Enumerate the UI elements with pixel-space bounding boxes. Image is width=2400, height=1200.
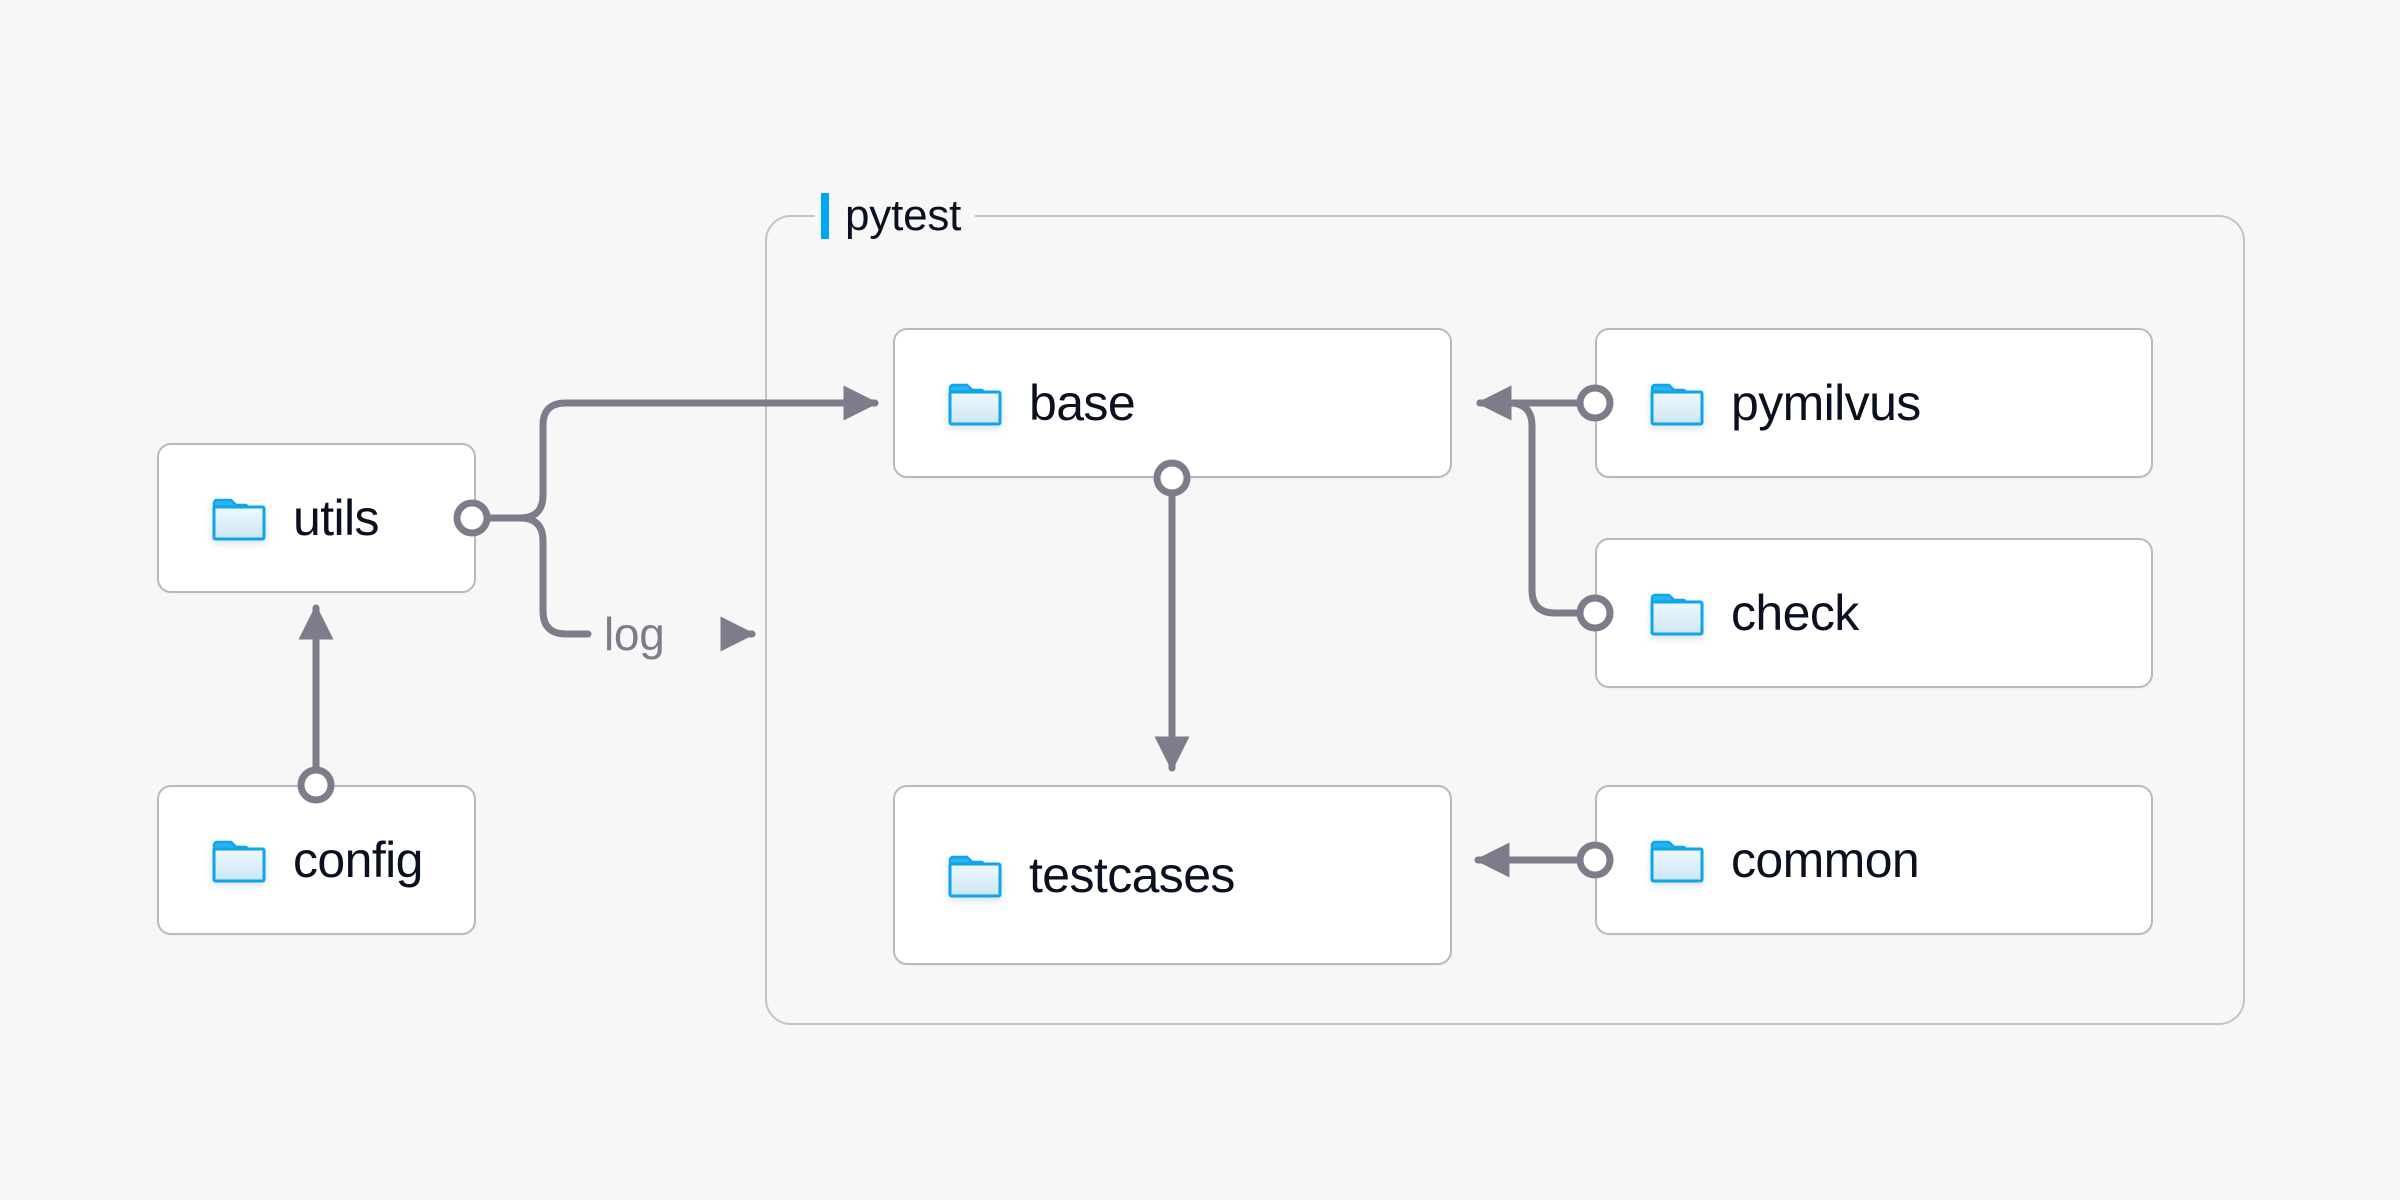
node-testcases-content: testcases <box>895 850 1235 900</box>
edge-config-to-utils[interactable] <box>297 604 335 804</box>
node-check-content: check <box>1597 588 1859 638</box>
node-common-label: common <box>1731 832 1920 888</box>
folder-icon <box>1650 593 1704 636</box>
node-pymilvus-content: pymilvus <box>1597 378 1921 428</box>
node-base[interactable]: base <box>893 328 1452 478</box>
node-config-content: config <box>159 835 423 885</box>
group-title-text: pytest <box>845 191 962 240</box>
node-config-label: config <box>293 832 423 888</box>
group-container-pytest[interactable] <box>765 215 2245 1025</box>
group-label-pytest: pytest <box>815 185 976 247</box>
folder-icon <box>212 840 266 883</box>
node-base-label: base <box>1029 375 1136 431</box>
edge-label-log: log <box>604 608 665 660</box>
node-check[interactable]: check <box>1595 538 2153 688</box>
folder-icon <box>948 383 1002 426</box>
node-common-content: common <box>1597 832 1920 888</box>
node-utils[interactable]: utils <box>157 443 476 593</box>
node-utils-content: utils <box>159 490 380 546</box>
folder-icon <box>1650 383 1704 426</box>
accent-bar-icon <box>821 193 829 239</box>
folder-icon <box>948 855 1002 898</box>
node-check-label: check <box>1731 585 1859 641</box>
edge-utils-to-log[interactable]: log <box>482 514 756 660</box>
node-config[interactable]: config <box>157 785 476 935</box>
folder-icon <box>1650 840 1704 883</box>
node-pymilvus-label: pymilvus <box>1731 375 1921 431</box>
node-utils-label: utils <box>293 490 380 546</box>
folder-icon <box>212 498 266 541</box>
node-common[interactable]: common <box>1595 785 2153 935</box>
node-testcases-label: testcases <box>1029 847 1235 903</box>
node-pymilvus[interactable]: pymilvus <box>1595 328 2153 478</box>
node-base-content: base <box>895 375 1136 431</box>
node-testcases[interactable]: testcases <box>893 785 1452 965</box>
